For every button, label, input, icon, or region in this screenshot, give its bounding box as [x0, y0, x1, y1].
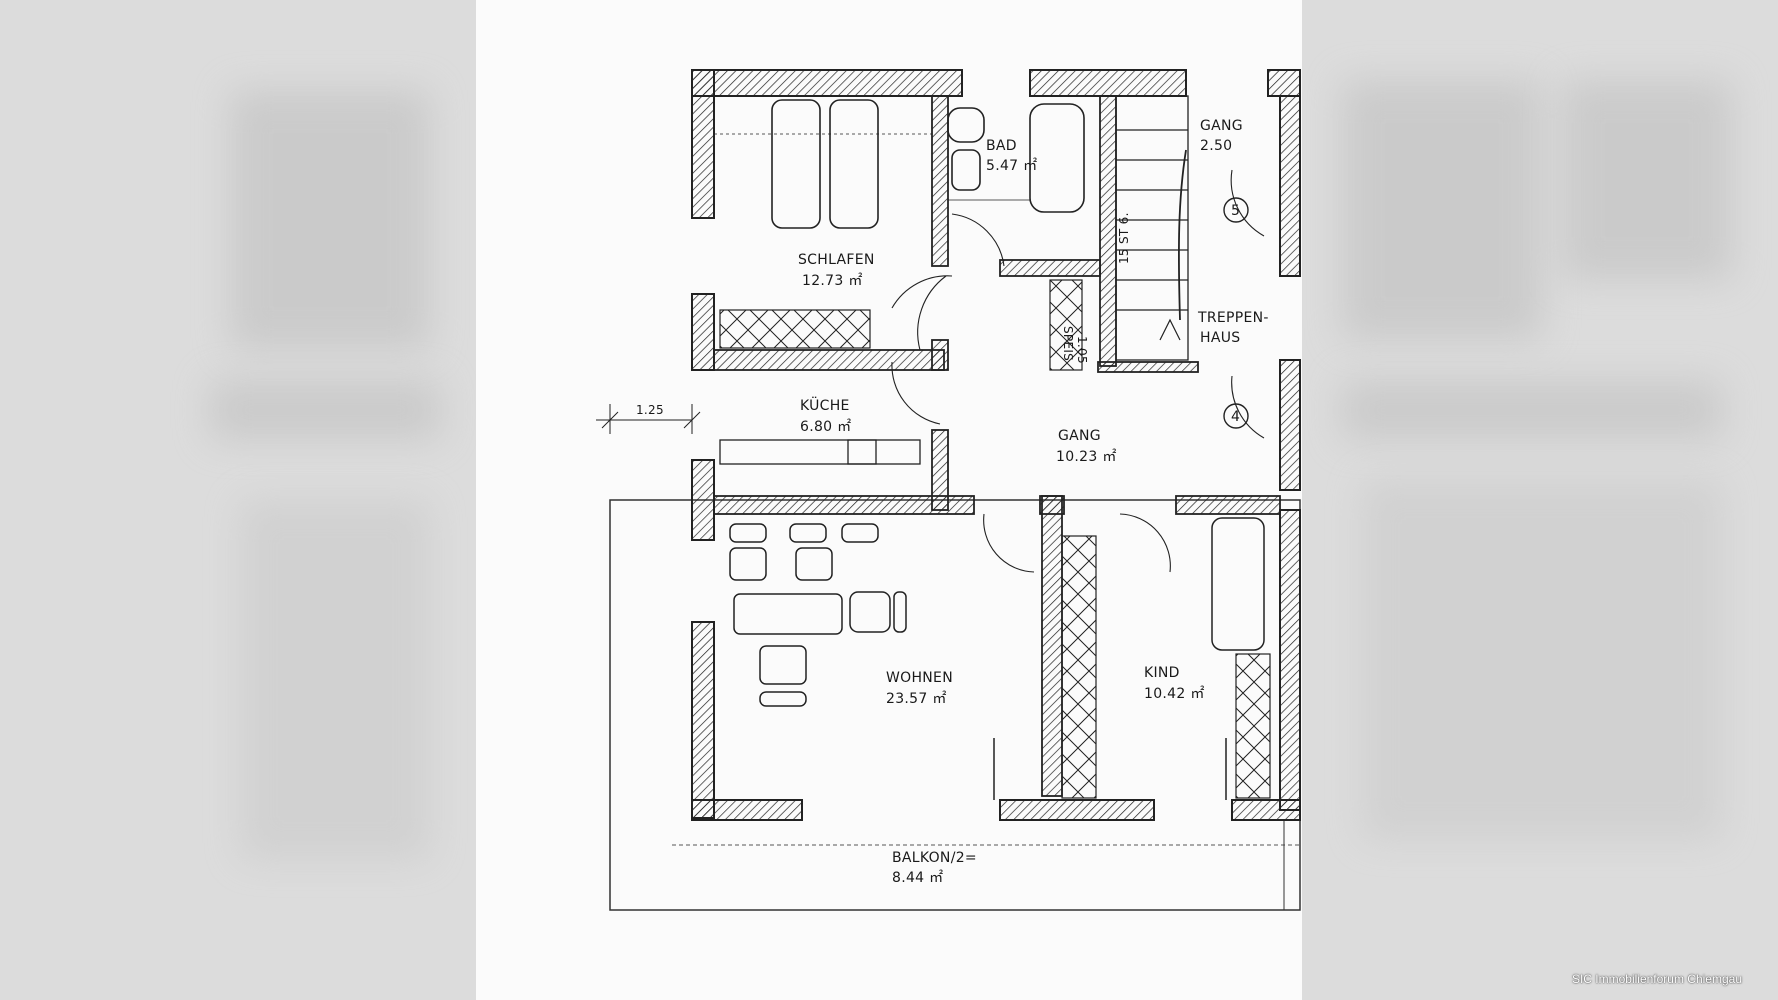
kind-area: 10.42 ㎡	[1144, 686, 1205, 702]
room-labels: SCHLAFEN 12.73 ㎡ BAD 5.47 ㎡ GANG 2.50 TR…	[636, 118, 1269, 886]
bad-area: 5.47 ㎡	[986, 158, 1037, 174]
bedroom-furniture	[714, 99, 932, 229]
gang-area: 10.23 ㎡	[1056, 449, 1117, 465]
schlafen-label: SCHLAFEN	[798, 252, 875, 268]
watermark-credit: SIC Immobilienforum Chiemgau	[1571, 972, 1742, 986]
gang-top-label: GANG	[1200, 118, 1243, 134]
dimension-marker	[596, 404, 701, 434]
gang-top-area: 2.50	[1200, 138, 1232, 154]
speis-area: 1.05	[1075, 336, 1089, 364]
kind-label: KIND	[1144, 665, 1180, 681]
floor-plan: SCHLAFEN 12.73 ㎡ BAD 5.47 ㎡ GANG 2.50 TR…	[596, 69, 1301, 911]
bad-label: BAD	[986, 138, 1017, 154]
treppenhaus-label-2: HAUS	[1200, 330, 1240, 346]
kueche-label: KÜCHE	[800, 396, 850, 414]
stairs	[1115, 95, 1189, 361]
doors	[891, 169, 1265, 573]
treppenhaus-label: TREPPEN-	[1197, 310, 1269, 326]
wohnen-label: WOHNEN	[886, 670, 953, 686]
wohnen-area: 23.57 ㎡	[886, 691, 947, 707]
floor-plan-frame: SCHLAFEN 12.73 ㎡ BAD 5.47 ㎡ GANG 2.50 TR…	[476, 0, 1302, 1000]
schlafen-area: 12.73 ㎡	[802, 273, 863, 289]
speis-label: SPEIS	[1061, 326, 1075, 361]
section-markers: 5 4	[1223, 197, 1249, 429]
bathroom-fixtures	[947, 103, 1085, 213]
closets	[719, 279, 1271, 799]
exterior-walls	[691, 69, 1301, 821]
marker-5: 5	[1231, 203, 1240, 219]
child-room-furniture	[1211, 517, 1265, 800]
kueche-area: 6.80 ㎡	[800, 419, 851, 435]
blurred-background-left	[0, 0, 476, 1000]
balkon-label: BALKON/2=	[892, 850, 977, 866]
interior-walls	[713, 95, 1281, 797]
gang-label: GANG	[1058, 428, 1101, 444]
living-room-furniture	[729, 523, 995, 800]
dimension-label: 1.25	[636, 403, 664, 417]
balkon-area: 8.44 ㎡	[892, 870, 943, 886]
blurred-background-right	[1302, 0, 1778, 1000]
kitchen-fixtures	[719, 439, 921, 465]
marker-4: 4	[1231, 409, 1240, 425]
stairs-label: 15 ST 6.	[1117, 212, 1131, 264]
